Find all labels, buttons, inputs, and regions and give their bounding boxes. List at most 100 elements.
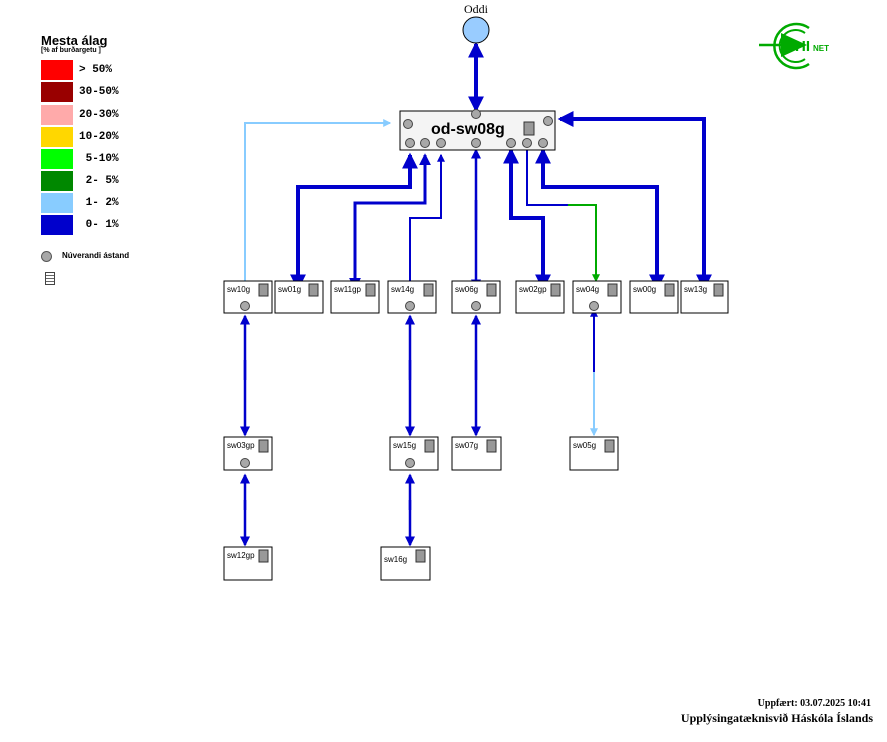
node-sw15g[interactable]: sw15g [389,436,439,471]
organization-name: Upplýsingatæknisvið Háskóla Íslands [680,711,873,725]
switch-icon [258,283,269,297]
legend-swatch [41,105,73,125]
node-sw05g[interactable]: sw05g [569,436,619,471]
node-sw07g[interactable]: sw07g [451,436,502,471]
node-sw02gp[interactable]: sw02gp [515,280,565,314]
legend-state-label: Núverandi ástand [62,251,130,260]
legend-swatch [41,82,73,102]
port-dot-icon [589,301,599,311]
port-dot-icon [506,138,516,148]
switch-icon [713,283,724,297]
node-label: sw12gp [227,551,255,560]
port-dot-icon [471,301,481,311]
legend-item: 10-20% [41,127,161,149]
legend-label: 10-20% [79,131,119,143]
link-sw02gp [503,147,551,291]
node-sw11gp[interactable]: sw11gp [330,280,380,314]
port-dot-icon [436,138,446,148]
link-sw00g [535,147,665,291]
legend-item: 1- 2% [41,193,161,215]
port-dot-icon [522,138,532,148]
switch-icon [258,439,269,453]
switch-icon [486,283,497,297]
node-label: sw07g [455,441,478,450]
node-label: sw14g [391,285,414,294]
node-oddi-label: Oddi [464,2,489,16]
switch-icon [604,439,615,453]
port-dot-icon [405,301,415,311]
switch-icon [308,283,319,297]
legend-swatch [41,60,73,80]
switch-icon [607,283,618,297]
node-sw00g[interactable]: sw00g [629,280,679,314]
link-sw11gp [349,153,431,290]
node-sw06g[interactable]: sw06g [451,280,501,314]
switch-icon [424,439,435,453]
node-sw04g[interactable]: sw04g [572,280,622,314]
port-dot-icon [471,138,481,148]
legend-swatch [41,127,73,147]
legend-swatch [41,215,73,235]
switch-icon [523,121,535,136]
port-dot-icon [538,138,548,148]
status-dot-icon [41,251,52,262]
legend-item: 2- 5% [41,171,161,193]
legend-label: 0- 1% [79,219,119,231]
node-label: sw04g [576,285,599,294]
port-dot-icon [403,119,413,129]
node-label: sw15g [393,441,416,450]
node-sw13g[interactable]: sw13g [680,280,729,314]
legend-label: > 50% [79,64,113,76]
legend-item: 20-30% [41,105,161,127]
legend-item: 30-50% [41,82,161,104]
legend-subtitle: [% af burðargetu ] [41,47,101,54]
updated-timestamp: Uppfært: 03.07.2025 10:41 [757,698,871,709]
node-sw01g[interactable]: sw01g [274,280,324,314]
legend-swatch [41,193,73,213]
node-label: sw11gp [334,285,362,294]
node-sw16g[interactable]: sw16g [380,546,431,581]
port-dot-icon [420,138,430,148]
legend-label: 2- 5% [79,175,119,187]
node-label: sw00g [633,285,656,294]
node-oddi[interactable]: Oddi [462,2,490,44]
node-label: sw13g [684,285,707,294]
legend-label: 1- 2% [79,197,119,209]
port-dot-icon [405,458,415,468]
switch-icon [365,283,376,297]
port-dot-icon [543,116,553,126]
node-core[interactable]: od-sw08g [399,109,556,151]
legend-item: 5-10% [41,149,161,171]
legend-title: Mesta álag [41,33,108,48]
node-sw03gp[interactable]: sw03gp [223,436,273,471]
logo-text-small: NET [813,44,829,53]
legend-label: 20-30% [79,109,119,121]
switch-icon [258,549,269,563]
legend-swatch [41,149,73,169]
legend-label: 30-50% [79,86,119,98]
node-sw12gp[interactable]: sw12gp [223,546,273,581]
node-label: sw06g [455,285,478,294]
node-label: sw16g [384,555,407,564]
link-sw01g [290,152,418,291]
node-label: sw10g [227,285,250,294]
node-sw10g[interactable]: sw10g [223,280,273,314]
legend-item: 0- 1% [41,215,161,237]
logo-text: HI [795,38,810,55]
legend-label: 5-10% [79,153,119,165]
port-dot-icon [240,301,250,311]
switch-icon [664,283,675,297]
port-dot-icon [405,138,415,148]
node-label: sw05g [573,441,596,450]
legend-item: > 50% [41,60,161,82]
bars-icon [45,272,55,285]
link-sw10g [241,119,392,290]
node-sw14g[interactable]: sw14g [387,280,437,314]
switch-icon [415,549,426,563]
switch-icon [550,283,561,297]
node-label: sw02gp [519,285,547,294]
link-sw04g [523,143,600,283]
node-label: sw03gp [227,441,255,450]
port-dot-icon [240,458,250,468]
